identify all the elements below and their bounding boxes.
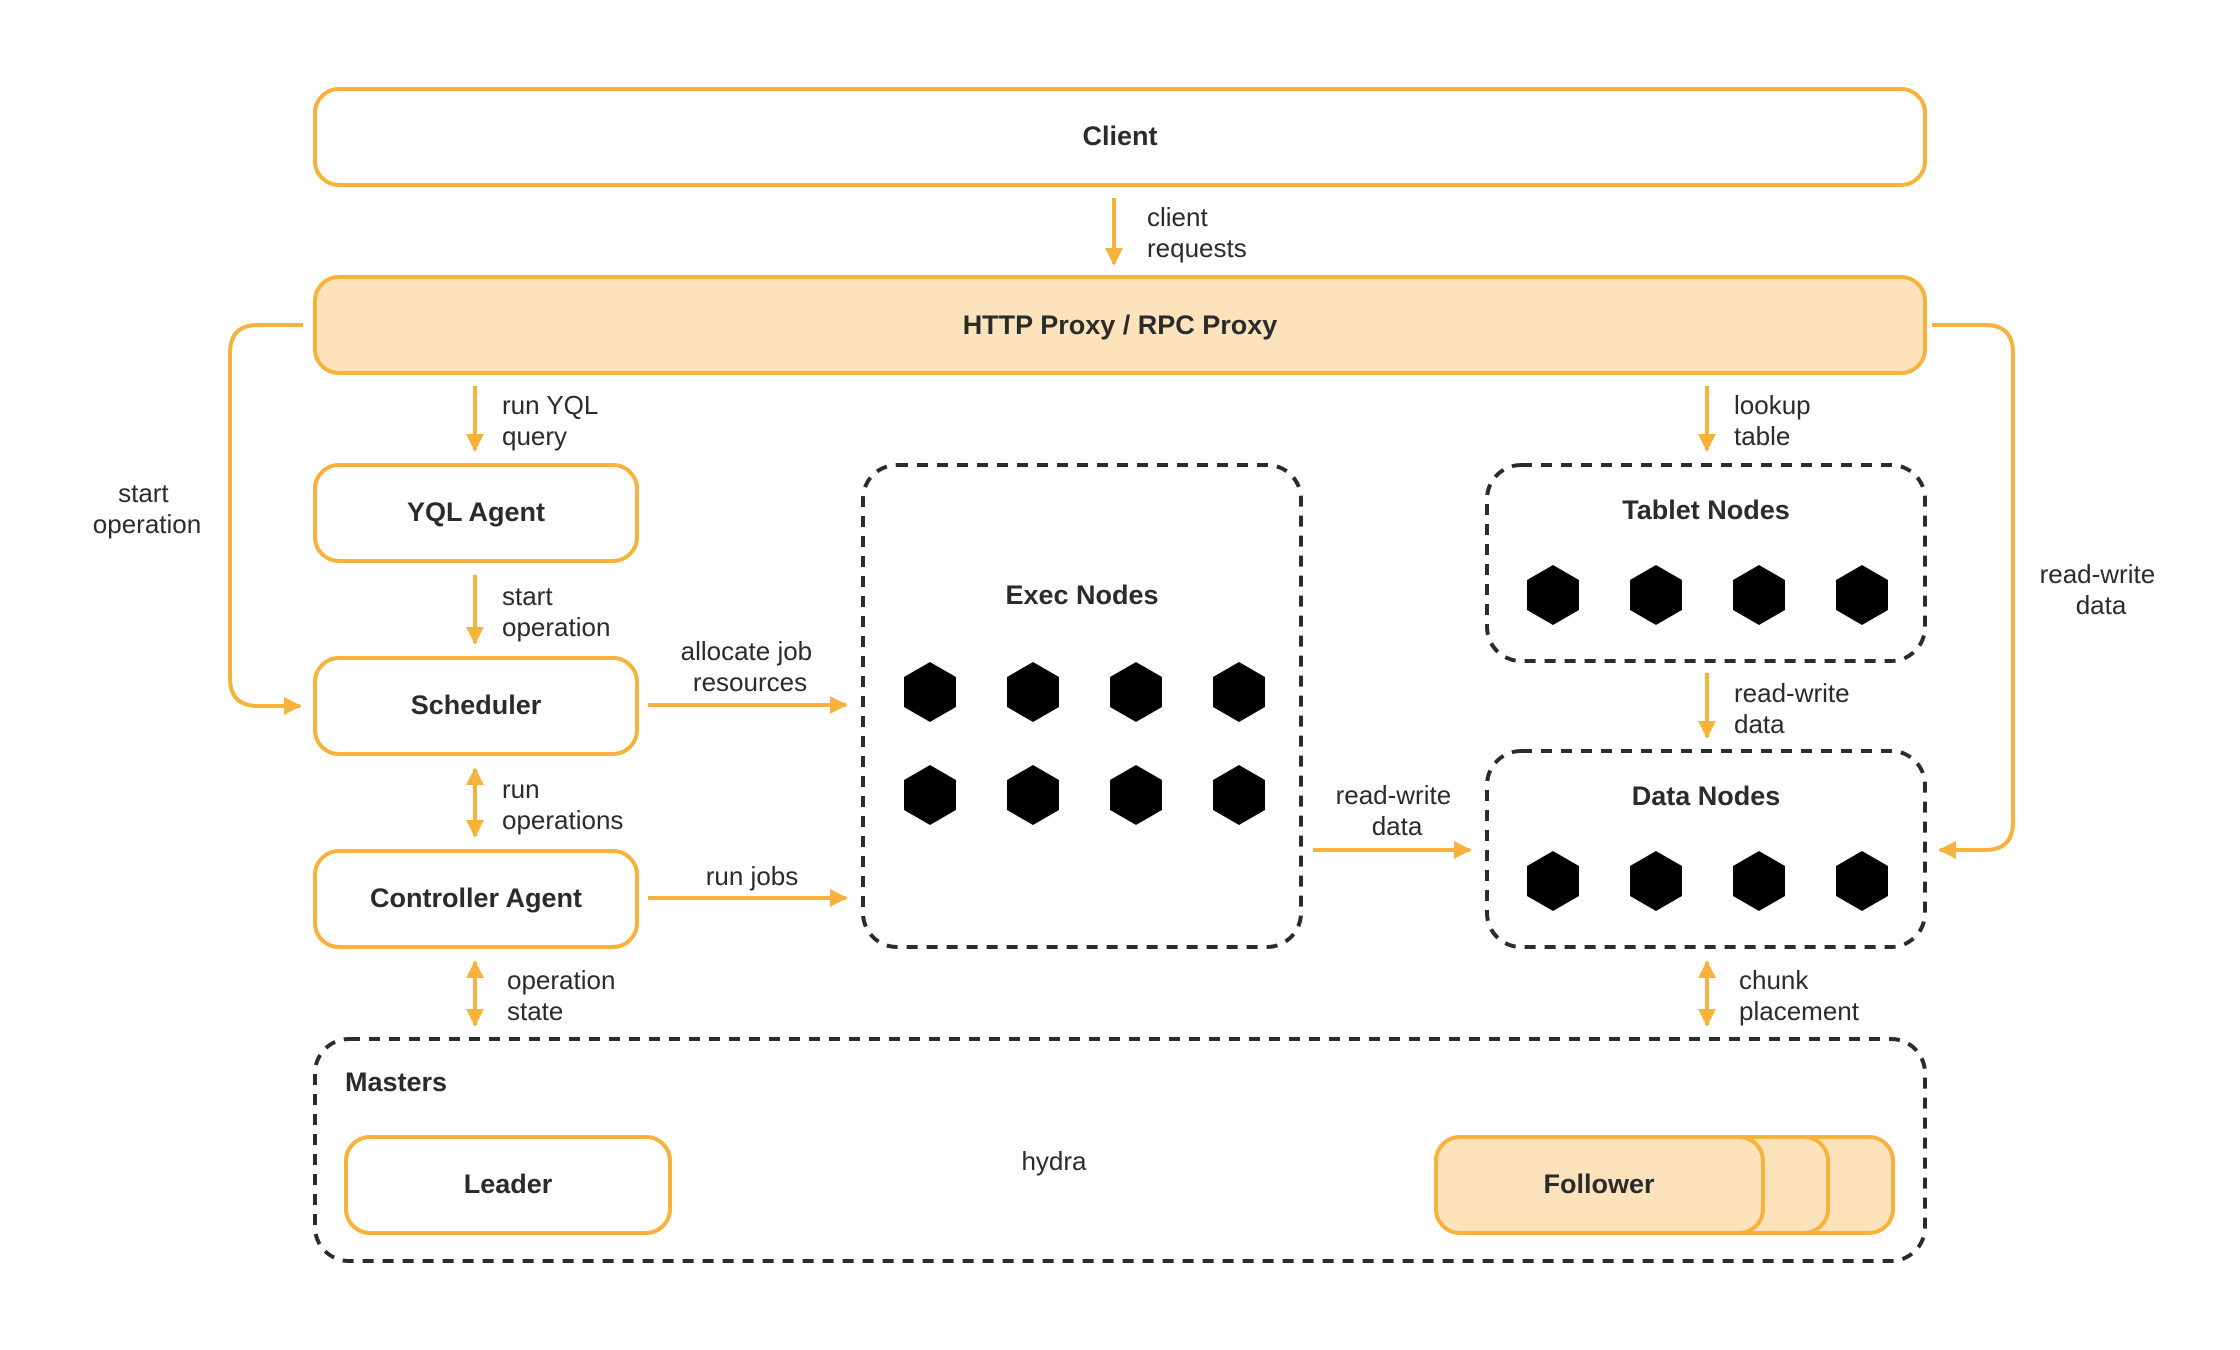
scheduler-label: Scheduler [411, 690, 542, 720]
masters-label: Masters [345, 1067, 447, 1097]
edge-read-write-proxy [1932, 323, 2015, 859]
exec-nodes-box [861, 463, 1303, 949]
controller-agent-label: Controller Agent [370, 883, 582, 913]
edge-label-hydra: hydra [1021, 1146, 1087, 1176]
edge-label-read-write-exec: read-write data [1336, 780, 1459, 841]
edge-label-start-operation-proxy: start operation [93, 478, 201, 539]
edge-start-operation-proxy [228, 323, 303, 715]
edge-label-chunk-placement: chunk placement [1739, 965, 1860, 1026]
follower-label: Follower [1543, 1169, 1654, 1199]
proxy-box [313, 275, 1927, 375]
edge-label-run-jobs: run jobs [706, 861, 799, 891]
tablet-nodes-label: Tablet Nodes [1622, 495, 1790, 525]
data-nodes-label: Data Nodes [1632, 781, 1781, 811]
client-label: Client [1082, 121, 1157, 151]
yql-agent-box [313, 463, 639, 563]
edge-label-read-write-tablet: read-write data [1734, 678, 1857, 739]
follower-box [1434, 1135, 1765, 1235]
follower-stack [1434, 1135, 1895, 1235]
edge-label-run-operations: run operations [502, 774, 623, 835]
leader-box [344, 1135, 672, 1235]
yql-agent-label: YQL Agent [407, 497, 545, 527]
data-nodes-box [1485, 749, 1927, 949]
edge-label-client-requests: client requests [1147, 202, 1247, 263]
edge-label-operation-state: operation state [507, 965, 623, 1026]
tablet-nodes-box [1485, 463, 1927, 663]
proxy-label: HTTP Proxy / RPC Proxy [963, 310, 1278, 340]
scheduler-box [313, 656, 639, 756]
edge-label-start-operation-yql: start operation [502, 581, 610, 642]
client-box [313, 87, 1927, 187]
edge-label-allocate-job-resources: allocate job resources [681, 636, 820, 697]
exec-nodes-label: Exec Nodes [1005, 580, 1158, 610]
leader-label: Leader [464, 1169, 553, 1199]
edge-label-read-write-proxy: read-write data [2040, 559, 2163, 620]
edge-label-run-yql-query: run YQL query [502, 390, 605, 451]
edge-label-lookup-table: lookup table [1734, 390, 1818, 451]
controller-agent-box [313, 849, 639, 949]
